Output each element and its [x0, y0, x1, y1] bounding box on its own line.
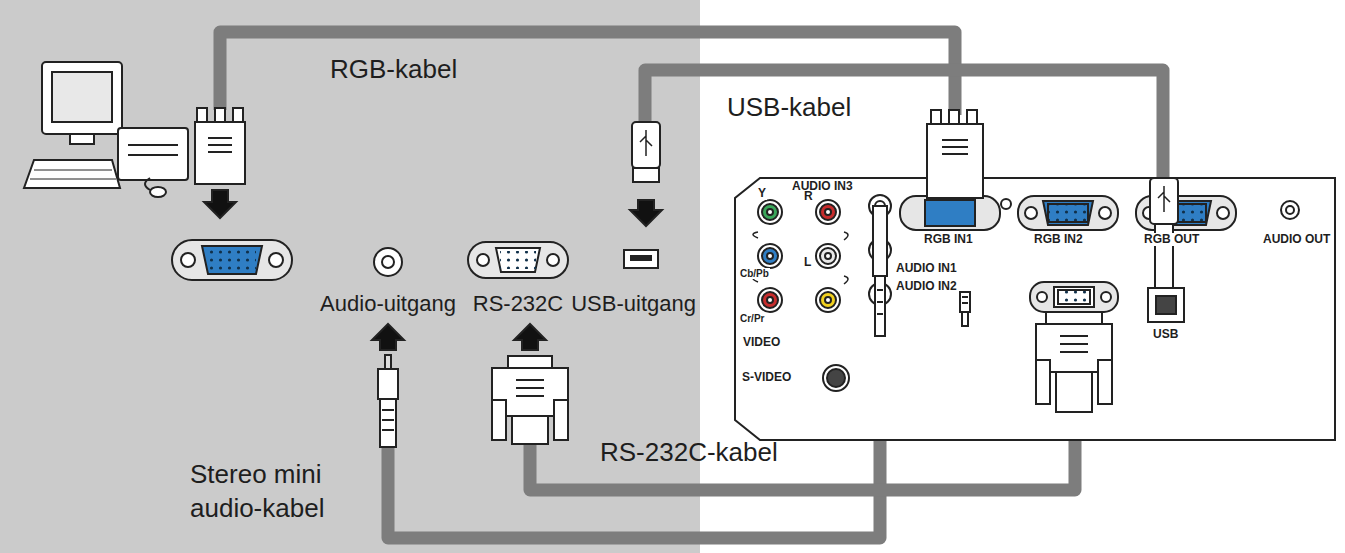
- port-label: L: [803, 256, 812, 269]
- port-label: R: [803, 190, 814, 203]
- computer-plugs: [195, 108, 662, 447]
- cable-label: USB-uitgang: [571, 292, 696, 316]
- cable-label: RGB-kabel: [330, 55, 457, 84]
- cable-label: RS-232C-kabel: [600, 438, 778, 467]
- computer-ports: [172, 240, 658, 280]
- port-label: RGB OUT: [1143, 233, 1200, 246]
- port-label: AUDIO IN2: [895, 280, 958, 293]
- computer-icon: [24, 62, 188, 197]
- port-label: VIDEO: [742, 336, 781, 349]
- port-label: AUDIO IN1: [895, 262, 958, 275]
- cable-label: Stereo mini audio-kabel: [190, 458, 375, 526]
- port-label: AUDIO OUT: [1262, 233, 1331, 246]
- port-label: Cb/Pb: [739, 268, 770, 279]
- cable-label: USB-kabel: [727, 93, 851, 122]
- port-label: USB: [1152, 328, 1179, 341]
- port-label: RGB IN2: [1033, 233, 1084, 246]
- cable-label: RS-232C: [473, 292, 563, 316]
- usb-cable: [645, 70, 1163, 182]
- projector-panel: [735, 178, 1335, 440]
- port-label: S-VIDEO: [741, 371, 792, 384]
- port-label: Y: [757, 187, 767, 200]
- port-label: RGB IN1: [923, 233, 974, 246]
- cable-label: Audio-uitgang: [320, 292, 456, 316]
- port-label: Cr/Pr: [739, 313, 765, 324]
- projector-plugs: [927, 110, 1178, 412]
- port-label: AUDIO IN3: [791, 180, 854, 193]
- computer-side-ground: [0, 0, 700, 553]
